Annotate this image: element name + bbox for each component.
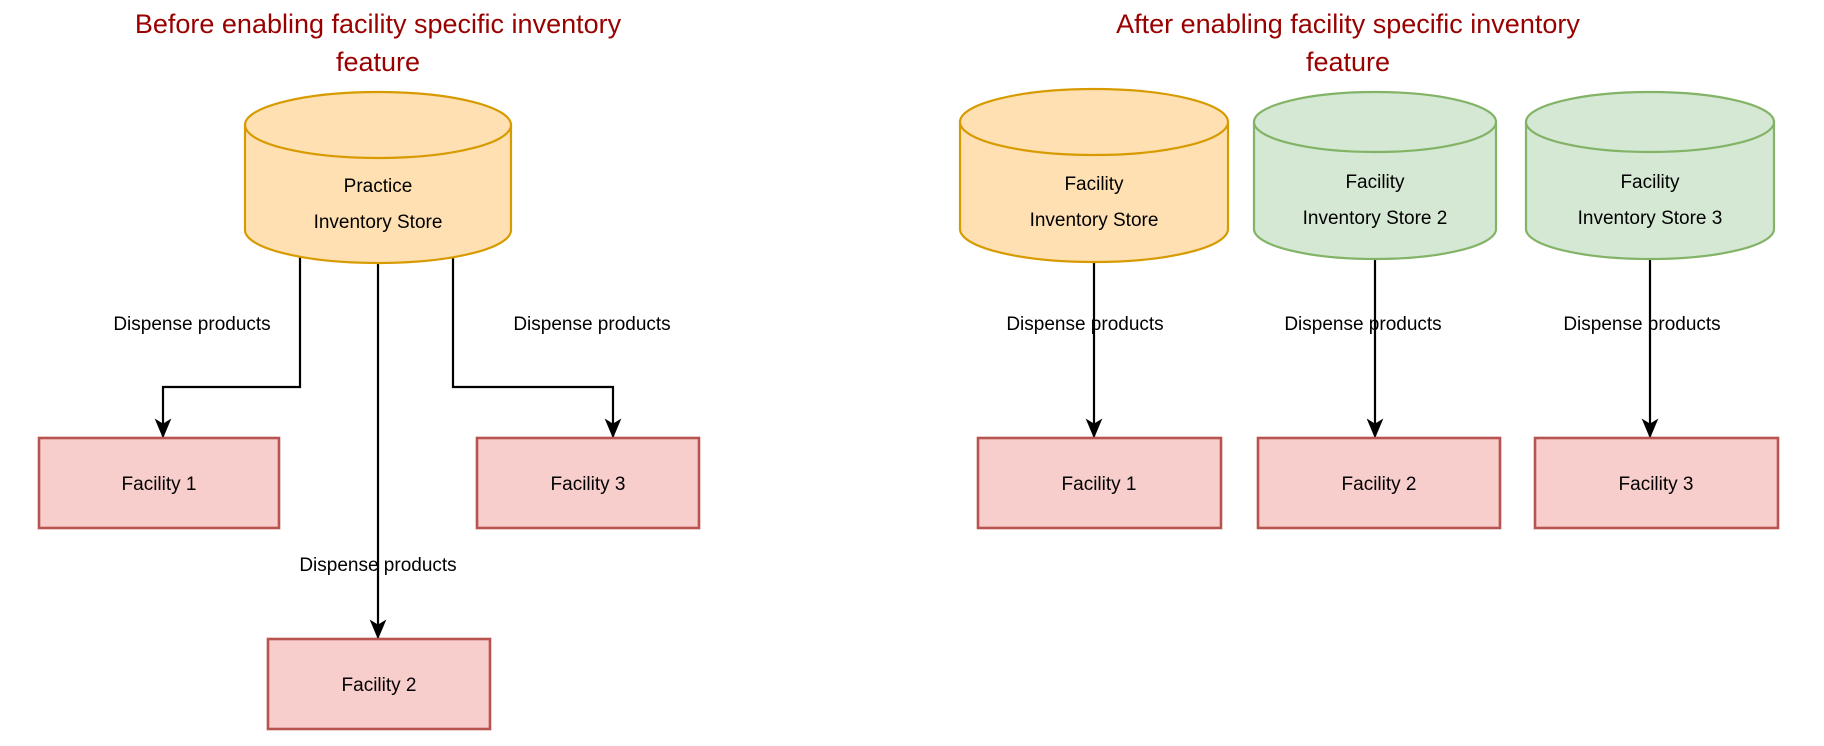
store2-label-line2: Inventory Store 2 (1303, 208, 1448, 229)
edge-practice-to-facility3 (451, 250, 622, 439)
cylinder-body (958, 120, 1230, 264)
cylinder-top (1524, 90, 1776, 154)
facility-box (475, 436, 701, 530)
node-practice-inventory-store[interactable]: Practice Inventory Store (243, 90, 513, 265)
before-facility-3-label: Facility 3 (551, 474, 626, 495)
after-title-line2: feature (1306, 47, 1390, 77)
node-after-facility-1[interactable]: Facility 1 (976, 436, 1223, 530)
store1-label-line1: Facility (1064, 174, 1124, 195)
cylinder-top (958, 87, 1230, 157)
store3-label-line2: Inventory Store 3 (1578, 208, 1723, 229)
practice-store-label-line1: Practice (344, 176, 413, 197)
edge-label-after-1: Dispense products (1006, 314, 1163, 335)
facility-box (976, 436, 1223, 530)
node-facility-inventory-store-2[interactable]: Facility Inventory Store 2 (1252, 90, 1498, 261)
practice-store-label-line2: Inventory Store (314, 212, 443, 233)
before-facility-1-label: Facility 1 (122, 474, 197, 495)
after-facility-2-label: Facility 2 (1342, 474, 1417, 495)
panel-before: Before enabling facility specific invent… (37, 9, 701, 731)
after-facility-3-label: Facility 3 (1619, 474, 1694, 495)
node-after-facility-3[interactable]: Facility 3 (1533, 436, 1780, 530)
store2-label-line1: Facility (1345, 172, 1405, 193)
facility-box (1256, 436, 1502, 530)
edge-label-before-3: Dispense products (513, 314, 670, 335)
node-facility-inventory-store-1[interactable]: Facility Inventory Store (958, 87, 1230, 264)
after-title-line1: After enabling facility specific invento… (1116, 9, 1580, 39)
cylinder-top (1252, 90, 1498, 154)
store3-label-line1: Facility (1620, 172, 1680, 193)
facility-box (37, 436, 281, 530)
cylinder-body (1252, 120, 1498, 261)
cylinder-top (243, 90, 513, 160)
edge-label-after-2: Dispense products (1284, 314, 1441, 335)
node-after-facility-2[interactable]: Facility 2 (1256, 436, 1502, 530)
before-facility-2-label: Facility 2 (342, 675, 417, 696)
before-title-line1: Before enabling facility specific invent… (135, 9, 622, 39)
node-before-facility-3[interactable]: Facility 3 (475, 436, 701, 530)
before-title-line2: feature (336, 47, 420, 77)
store1-label-line2: Inventory Store (1030, 210, 1159, 231)
edge-label-after-3: Dispense products (1563, 314, 1720, 335)
facility-box (1533, 436, 1780, 530)
edge-label-before-1: Dispense products (113, 314, 270, 335)
node-before-facility-2[interactable]: Facility 2 (266, 637, 492, 731)
cylinder-body (243, 123, 513, 265)
edge-label-before-2: Dispense products (299, 555, 456, 576)
facility-box (266, 637, 492, 731)
panel-after: After enabling facility specific invento… (958, 9, 1780, 530)
cylinder-body (1524, 120, 1776, 261)
node-before-facility-1[interactable]: Facility 1 (37, 436, 281, 530)
after-facility-1-label: Facility 1 (1062, 474, 1137, 495)
edge-practice-to-facility1 (154, 250, 302, 439)
node-facility-inventory-store-3[interactable]: Facility Inventory Store 3 (1524, 90, 1776, 261)
